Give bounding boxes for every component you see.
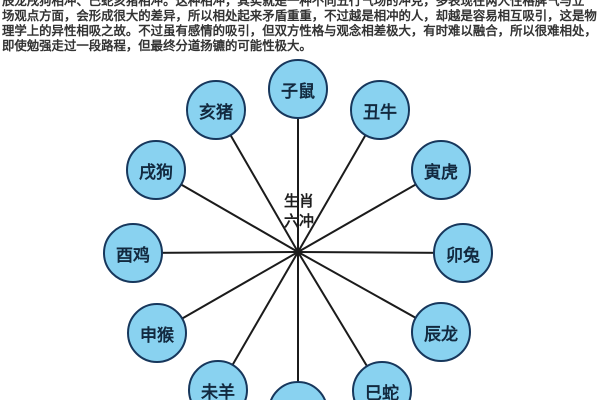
zodiac-node-pig: 亥猪	[186, 80, 246, 140]
zodiac-node-tiger: 寅虎	[411, 140, 471, 200]
zodiac-node-dragon: 辰龙	[411, 302, 471, 362]
zodiac-node-ox: 丑牛	[350, 80, 410, 140]
article-text: 辰龙戌狗相冲、巳蛇亥猪相冲。这种相冲，其实就是一种不同五行气场的冲克，多表现在两…	[2, 0, 598, 54]
zodiac-node-label: 巳蛇	[365, 383, 399, 400]
diagram-center-label: 生肖 六冲	[264, 192, 334, 232]
zodiac-node-label: 亥猪	[199, 102, 233, 122]
zodiac-node-goat: 未羊	[188, 360, 248, 400]
center-label-line1: 生肖	[283, 193, 314, 210]
article-line: 场观点方面，会形成很大的差异，所以相处起来矛盾重重，不过越是相冲的人，却越是容易…	[2, 9, 597, 23]
zodiac-node-dog: 戌狗	[126, 140, 186, 200]
zodiac-node-label: 辰龙	[424, 324, 458, 344]
zodiac-node-rat: 子鼠	[268, 59, 328, 119]
zodiac-node-label: 子鼠	[281, 81, 315, 101]
zodiac-node-label: 戌狗	[139, 162, 173, 182]
zodiac-node-label: 寅虎	[424, 162, 458, 182]
zodiac-node-label: 卯兔	[446, 245, 480, 265]
zodiac-node-rabbit: 卯兔	[433, 223, 493, 283]
zodiac-node-rooster: 酉鸡	[103, 223, 163, 283]
zodiac-node-label: 酉鸡	[116, 245, 150, 265]
center-label-line2: 六冲	[283, 213, 314, 230]
article-line: 辰龙戌狗相冲、巳蛇亥猪相冲。这种相冲，其实就是一种不同五行气场的冲克，多表现在两…	[2, 0, 585, 8]
zodiac-node-monkey: 申猴	[127, 303, 187, 363]
article-line: 理学上的异性相吸之故。不过虽有感情的吸引，但双方性格与观念相差极大，有时难以融合…	[2, 24, 597, 38]
zodiac-node-label: 丑牛	[363, 102, 397, 122]
zodiac-node-label: 申猴	[140, 325, 174, 345]
article-line: 即使勉强走过一段路程，但最终分道扬镳的可能性极大。	[2, 39, 312, 53]
zodiac-node-label: 未羊	[201, 382, 235, 400]
